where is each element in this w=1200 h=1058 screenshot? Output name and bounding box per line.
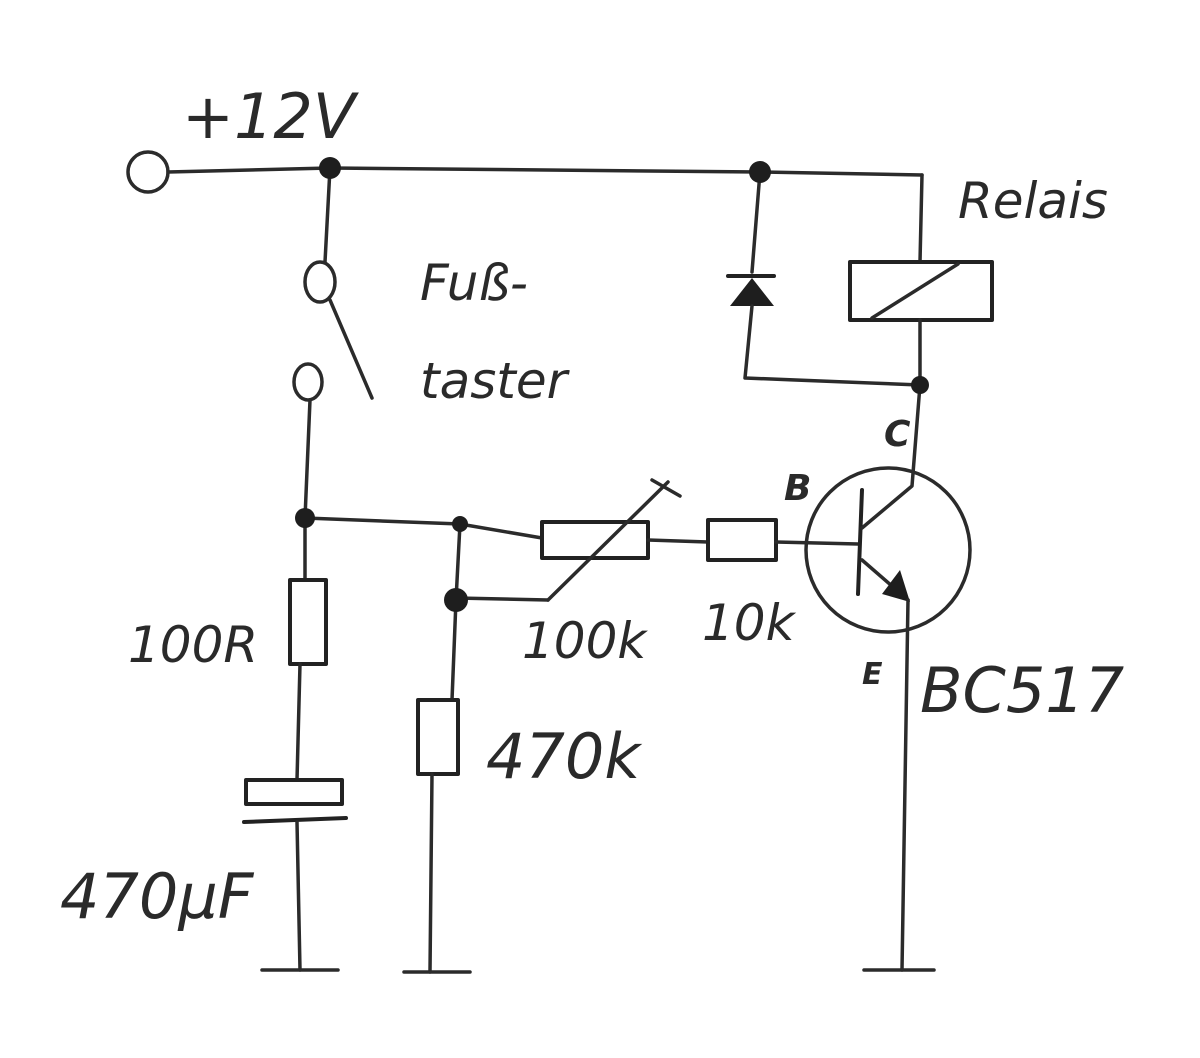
resistor-470k-label: 470k (486, 720, 642, 793)
relay-coil (848, 173, 994, 387)
resistor-100r-label: 100R (128, 616, 258, 674)
junction-collector (911, 376, 929, 394)
resistor-10k-label: 10k (702, 594, 797, 652)
junction-switch-output (295, 508, 315, 528)
transistor-type-label: BC517 (920, 654, 1124, 727)
resistor-470k (402, 522, 472, 974)
relay-label: Relais (958, 172, 1108, 230)
supply-terminal: +12V (182, 80, 360, 153)
base-node-wire (303, 516, 544, 540)
transistor-bc517 (804, 383, 972, 972)
transistor-base-pin-label: B (784, 468, 811, 509)
foot-switch (292, 166, 374, 520)
foot-switch-label-line2: taster (420, 352, 571, 410)
resistor-10k (706, 518, 860, 562)
supply-rail (126, 150, 924, 194)
junction-supply-diode (749, 161, 771, 183)
transistor-collector-pin-label: C (884, 414, 911, 455)
flyback-diode (726, 170, 922, 387)
supply-voltage-label: +12V (182, 80, 360, 153)
capacitor-470uf (242, 778, 348, 972)
junction-470k-top (452, 516, 468, 532)
capacitor-470uf-label: 470µF (60, 860, 255, 933)
potentiometer-100k-label: 100k (522, 612, 648, 670)
potentiometer-100k (454, 478, 710, 602)
resistor-100r (288, 516, 328, 782)
transistor-emitter-pin-label: E (862, 657, 883, 692)
foot-switch-label-line1: Fuß- (420, 254, 528, 312)
junction-supply-switch (319, 157, 341, 179)
junction-pot-wiper (444, 588, 468, 612)
